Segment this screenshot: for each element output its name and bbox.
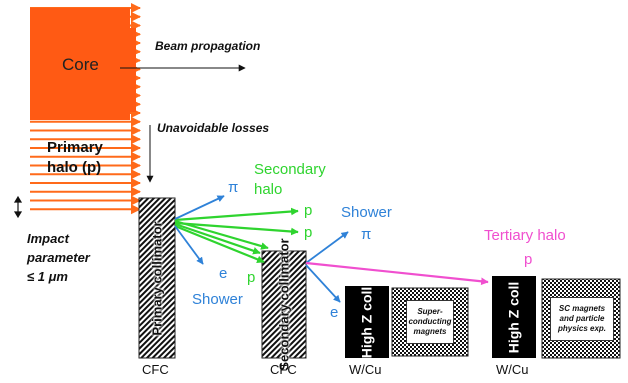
superconducting-magnets-label: Super- conducting magnets xyxy=(406,300,454,344)
beam-propagation-label: Beam propagation xyxy=(155,39,261,53)
impact-parameter-arrow xyxy=(13,195,23,219)
high-z-collimator-2-label: High Z coll xyxy=(505,281,522,353)
core-label: Core xyxy=(62,55,99,74)
secondary-halo-label: Secondary halo xyxy=(254,161,326,198)
primary-collimator-label-wrap: Primary collimator xyxy=(139,198,175,358)
high-z-collimator-2-label-wrap: High Z coll xyxy=(492,276,536,358)
tertiary-material-label-2: W/Cu xyxy=(496,362,529,377)
unavoidable-losses-label: Unavoidable losses xyxy=(157,121,270,135)
shower-label-1: Shower xyxy=(192,291,243,308)
shower-arrows xyxy=(174,195,349,303)
proton-label-1: p xyxy=(304,202,313,219)
secondary-collimator-label-wrap: Secondary collimator xyxy=(262,238,306,370)
primary-collimator xyxy=(138,197,176,359)
secondary-collimator xyxy=(261,250,307,359)
proton-label-3: p xyxy=(247,269,256,286)
tertiary-material-label-1: W/Cu xyxy=(349,362,382,377)
sc-magnets-experiment-label: SC magnets and particle physics exp. xyxy=(550,297,614,341)
tertiary-halo-arrow xyxy=(305,261,489,286)
secondary-collimator-label: Secondary collimator xyxy=(276,238,292,371)
primary-halo-label: Primary halo (p) xyxy=(47,139,103,176)
beam-core xyxy=(30,8,136,120)
high-z-collimator-1-label-wrap: High Z coll xyxy=(345,286,389,358)
secondary-halo-arrows xyxy=(174,207,299,264)
pi-label-1: π xyxy=(228,179,239,196)
high-z-collimator-2 xyxy=(492,276,536,358)
proton-label-2: p xyxy=(304,224,313,241)
electron-label-1: e xyxy=(219,265,228,282)
secondary-material-label: CFC xyxy=(270,362,297,377)
electron-label-2: e xyxy=(330,304,339,321)
shower-label-2: Shower xyxy=(341,204,392,221)
impact-parameter-label: Impact parameter ≤ 1 μm xyxy=(27,231,90,284)
tertiary-halo-label: Tertiary halo xyxy=(484,227,566,244)
primary-material-label: CFC xyxy=(142,362,169,377)
primary-collimator-label: Primary collimator xyxy=(149,220,165,336)
tertiary-proton-label: p xyxy=(524,251,533,268)
high-z-collimator-1 xyxy=(345,286,389,358)
high-z-collimator-1-label: High Z coll xyxy=(358,286,375,358)
pi-label-2: π xyxy=(361,226,372,243)
